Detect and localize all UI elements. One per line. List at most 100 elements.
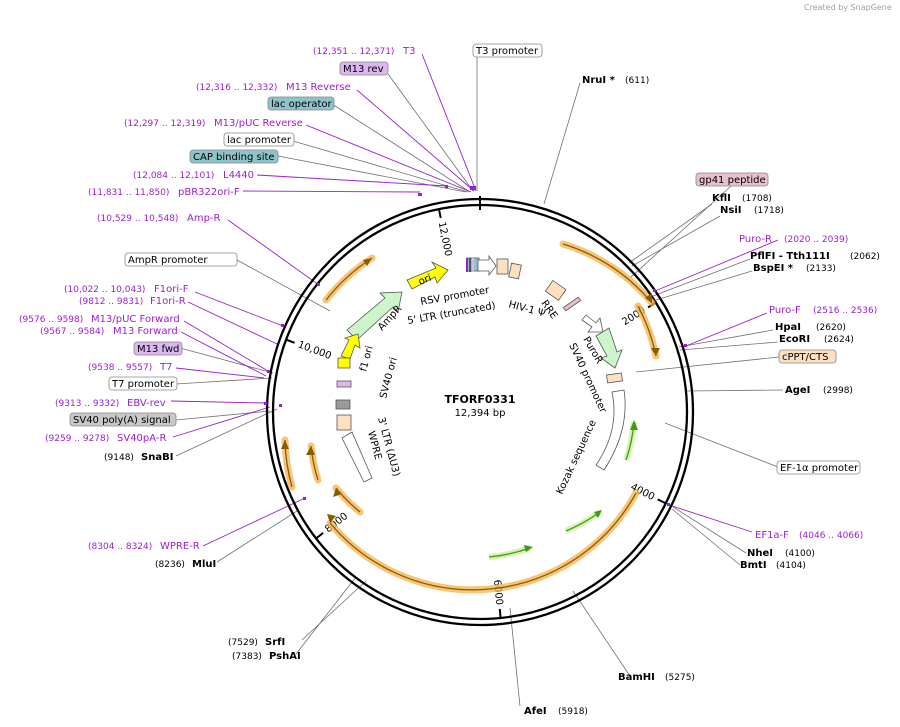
svg-text:(8236): (8236) [155, 560, 185, 570]
svg-text:T7 promoter: T7 promoter [111, 379, 175, 390]
bp-tick-label: 12,000 [436, 221, 454, 257]
svg-text:EF-1α promoter: EF-1α promoter [780, 463, 859, 474]
cppt-box [606, 372, 623, 384]
svg-text:(4100): (4100) [785, 549, 815, 559]
orf-arrow-3 [329, 492, 637, 591]
bp-tick-mark [438, 209, 442, 219]
svg-text:PflFI - Tth111I: PflFI - Tth111I [750, 251, 830, 262]
svg-text:(4046 .. 4066): (4046 .. 4066) [799, 531, 863, 541]
svg-text:AmpR promoter: AmpR promoter [128, 255, 208, 266]
primer-labels: (12,351 .. 12,371)T3 (12,316 .. 12,332)M… [19, 46, 877, 552]
label-f1-ori: f1 ori [358, 345, 375, 373]
svg-text:AfeI: AfeI [524, 706, 547, 717]
snapgene-credit: Created by SnapGene [804, 3, 892, 12]
label-kozak: Kozak sequence [555, 418, 599, 496]
orf-arc-7 [322, 254, 376, 304]
enzyme-nrui: NruI *(611) [582, 75, 649, 86]
svg-text:BmtI: BmtI [740, 560, 767, 571]
primer-m13-forward: (9567 .. 9584)M13 Forward [40, 326, 178, 337]
orf-arc-3 [326, 489, 640, 594]
primer-m13-reverse: (12,316 .. 12,332) M13 Reverse [196, 82, 351, 93]
svg-text:CAP binding site: CAP binding site [193, 152, 275, 163]
svg-text:EBV-rev: EBV-rev [127, 398, 166, 409]
svg-text:KflI: KflI [712, 193, 731, 204]
svg-text:(2624): (2624) [824, 335, 854, 345]
svg-text:(12,316 .. 12,332): (12,316 .. 12,332) [196, 83, 277, 93]
feature-gp41-peptide: gp41 peptide [695, 172, 769, 187]
ori-arrow [406, 260, 449, 290]
svg-text:M13 fwd: M13 fwd [137, 344, 179, 355]
bp-tick-mark [498, 608, 502, 618]
svg-text:(9259 .. 9278): (9259 .. 9278) [45, 434, 109, 444]
svg-text:(12,084 .. 12,101): (12,084 .. 12,101) [133, 171, 214, 181]
enzyme-snabi: (9148)SnaBI [104, 452, 173, 463]
svg-text:F1ori-R: F1ori-R [150, 296, 186, 307]
svg-text:lac operator: lac operator [271, 99, 332, 110]
feature-t3-promoter: T3 promoter [472, 43, 543, 58]
green-arrowheads [524, 420, 638, 552]
feature-t7-promoter: T7 promoter [108, 376, 178, 391]
svg-text:(9538 .. 9557): (9538 .. 9557) [88, 363, 152, 373]
enzyme-bmti: BmtI (4104) [740, 560, 806, 571]
svg-text:(10,529 .. 10,548): (10,529 .. 10,548) [97, 214, 178, 224]
bp-tick-mark [657, 498, 666, 504]
ampr-arrow [346, 291, 403, 341]
orf-arrow-1 [562, 243, 653, 304]
svg-text:Puro-F: Puro-F [769, 305, 801, 316]
enzyme-kfli: KflI (1708) [712, 193, 772, 204]
wpre-box [341, 431, 373, 483]
svg-text:(1708): (1708) [742, 194, 772, 204]
enzyme-leader-lines [175, 82, 784, 707]
primer-ef1a-f: EF1a-F(4046 .. 4066) [755, 530, 863, 541]
svg-text:(12,351 .. 12,371): (12,351 .. 12,371) [313, 47, 394, 57]
rre-box [544, 279, 567, 301]
primer-puro-r: Puro-R(2020 .. 2039) [739, 234, 848, 245]
enzyme-pshai: (7383)PshAI [232, 651, 301, 662]
enzyme-bamhi: BamHI(5275) [618, 672, 695, 683]
enzyme-mlui: (8236)MluI [155, 559, 216, 570]
svg-text:EcoRI: EcoRI [779, 334, 810, 345]
svg-text:(2516 .. 2536): (2516 .. 2536) [813, 306, 877, 316]
enzyme-ecori: EcoRI (2624) [779, 334, 854, 345]
svg-text:lac promoter: lac promoter [227, 135, 292, 146]
label-sv40-ori: SV40 ori [378, 356, 400, 400]
svg-text:(7529): (7529) [228, 638, 258, 648]
boxed-feature-labels: T3 promoter M13 rev lac operator lac pro… [69, 43, 861, 475]
bp-tick-mark [286, 339, 295, 344]
plasmid-length: 12,394 bp [455, 408, 506, 419]
orf-arc-1 [559, 240, 656, 307]
primer-f1ori-r: (9812 .. 9831) F1ori-R [79, 296, 186, 307]
svg-text:NheI: NheI [747, 548, 773, 559]
label-sv40-promoter: SV40 promoter [566, 342, 608, 416]
svg-text:T3 promoter: T3 promoter [475, 46, 539, 57]
label-ori: ori [417, 273, 433, 288]
svg-text:(2062): (2062) [850, 252, 880, 262]
svg-text:M13 Reverse: M13 Reverse [286, 82, 351, 93]
hiv-psi-box-1 [496, 258, 509, 275]
feature-m13-fwd: M13 fwd [133, 341, 183, 356]
svg-text:(2133): (2133) [806, 264, 836, 274]
primer-pbr322ori-f: (11,831 .. 11,850)pBR322ori-F [88, 187, 240, 198]
svg-text:(9313 .. 9332): (9313 .. 9332) [55, 399, 119, 409]
primer-leader-lines [170, 53, 779, 547]
f1-ori-box [337, 357, 351, 369]
svg-text:(5275): (5275) [665, 673, 695, 683]
feature-lac-operator: lac operator [267, 96, 335, 111]
svg-text:(2998): (2998) [823, 386, 853, 396]
svg-text:Puro-R: Puro-R [739, 234, 772, 245]
svg-text:SV40pA-R: SV40pA-R [117, 433, 166, 444]
top-feature-markers [466, 258, 474, 272]
enzyme-nhei: NheI (4100) [747, 548, 815, 559]
svg-text:(4104): (4104) [776, 561, 806, 571]
primer-t7: (9538 .. 9557)T7 [88, 362, 172, 373]
svg-text:(11,831 .. 11,850): (11,831 .. 11,850) [88, 188, 169, 198]
svg-text:(7383): (7383) [232, 652, 262, 662]
primer-puro-f: Puro-F (2516 .. 2536) [769, 305, 877, 316]
svg-text:(9812 .. 9831): (9812 .. 9831) [79, 297, 143, 307]
orange-arrowheads [281, 258, 660, 523]
svg-text:(9576 .. 9598): (9576 .. 9598) [19, 315, 83, 325]
svg-text:(5918): (5918) [558, 707, 588, 717]
svg-text:(12,297 .. 12,319): (12,297 .. 12,319) [124, 119, 205, 129]
